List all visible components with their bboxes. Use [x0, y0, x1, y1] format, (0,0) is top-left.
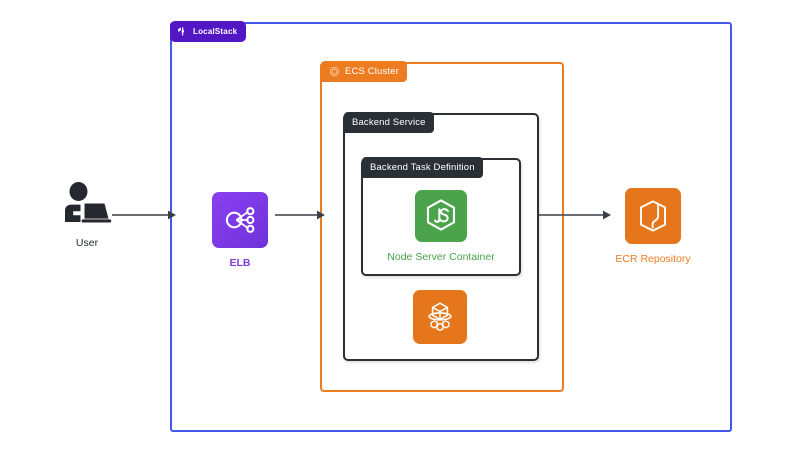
backend-task-definition-group-label: Backend Task Definition — [362, 157, 483, 178]
ecs-cluster-group-label: ECS Cluster — [321, 61, 407, 82]
user-at-laptop-icon — [59, 182, 115, 228]
node-ecr-repository: ECR Repository — [611, 188, 695, 265]
node-elb: ELB — [209, 192, 271, 269]
ecs-cluster-group-label-text: ECS Cluster — [345, 66, 399, 77]
node-node-server-container-label: Node Server Container — [387, 251, 495, 263]
ecs-cluster-icon — [329, 66, 340, 77]
connector-backend-service-to-ecr — [539, 210, 611, 220]
ecr-box-icon — [625, 188, 681, 244]
node-ecs-task — [412, 290, 468, 344]
localstack-logo-icon — [177, 26, 188, 37]
backend-service-group-label: Backend Service — [344, 112, 434, 133]
group-ecs-cluster — [320, 62, 564, 392]
localstack-group-label: LocalStack — [170, 21, 247, 42]
localstack-group-label-text: LocalStack — [193, 27, 238, 36]
backend-task-definition-group-label-text: Backend Task Definition — [370, 162, 475, 173]
node-elb-label: ELB — [229, 257, 251, 269]
ecs-container-cube-icon — [413, 290, 467, 344]
elastic-load-balancer-icon — [212, 192, 268, 248]
node-user: User — [46, 182, 128, 249]
nodejs-js-hexagon-icon — [415, 190, 467, 242]
connector-user-to-localstack — [112, 210, 176, 220]
group-localstack — [170, 22, 732, 432]
connector-elb-to-ecs-cluster — [275, 210, 325, 220]
node-ecr-repository-label: ECR Repository — [615, 253, 691, 265]
node-user-label: User — [75, 237, 99, 249]
node-node-server-container: Node Server Container — [384, 190, 498, 263]
backend-service-group-label-text: Backend Service — [352, 117, 426, 128]
